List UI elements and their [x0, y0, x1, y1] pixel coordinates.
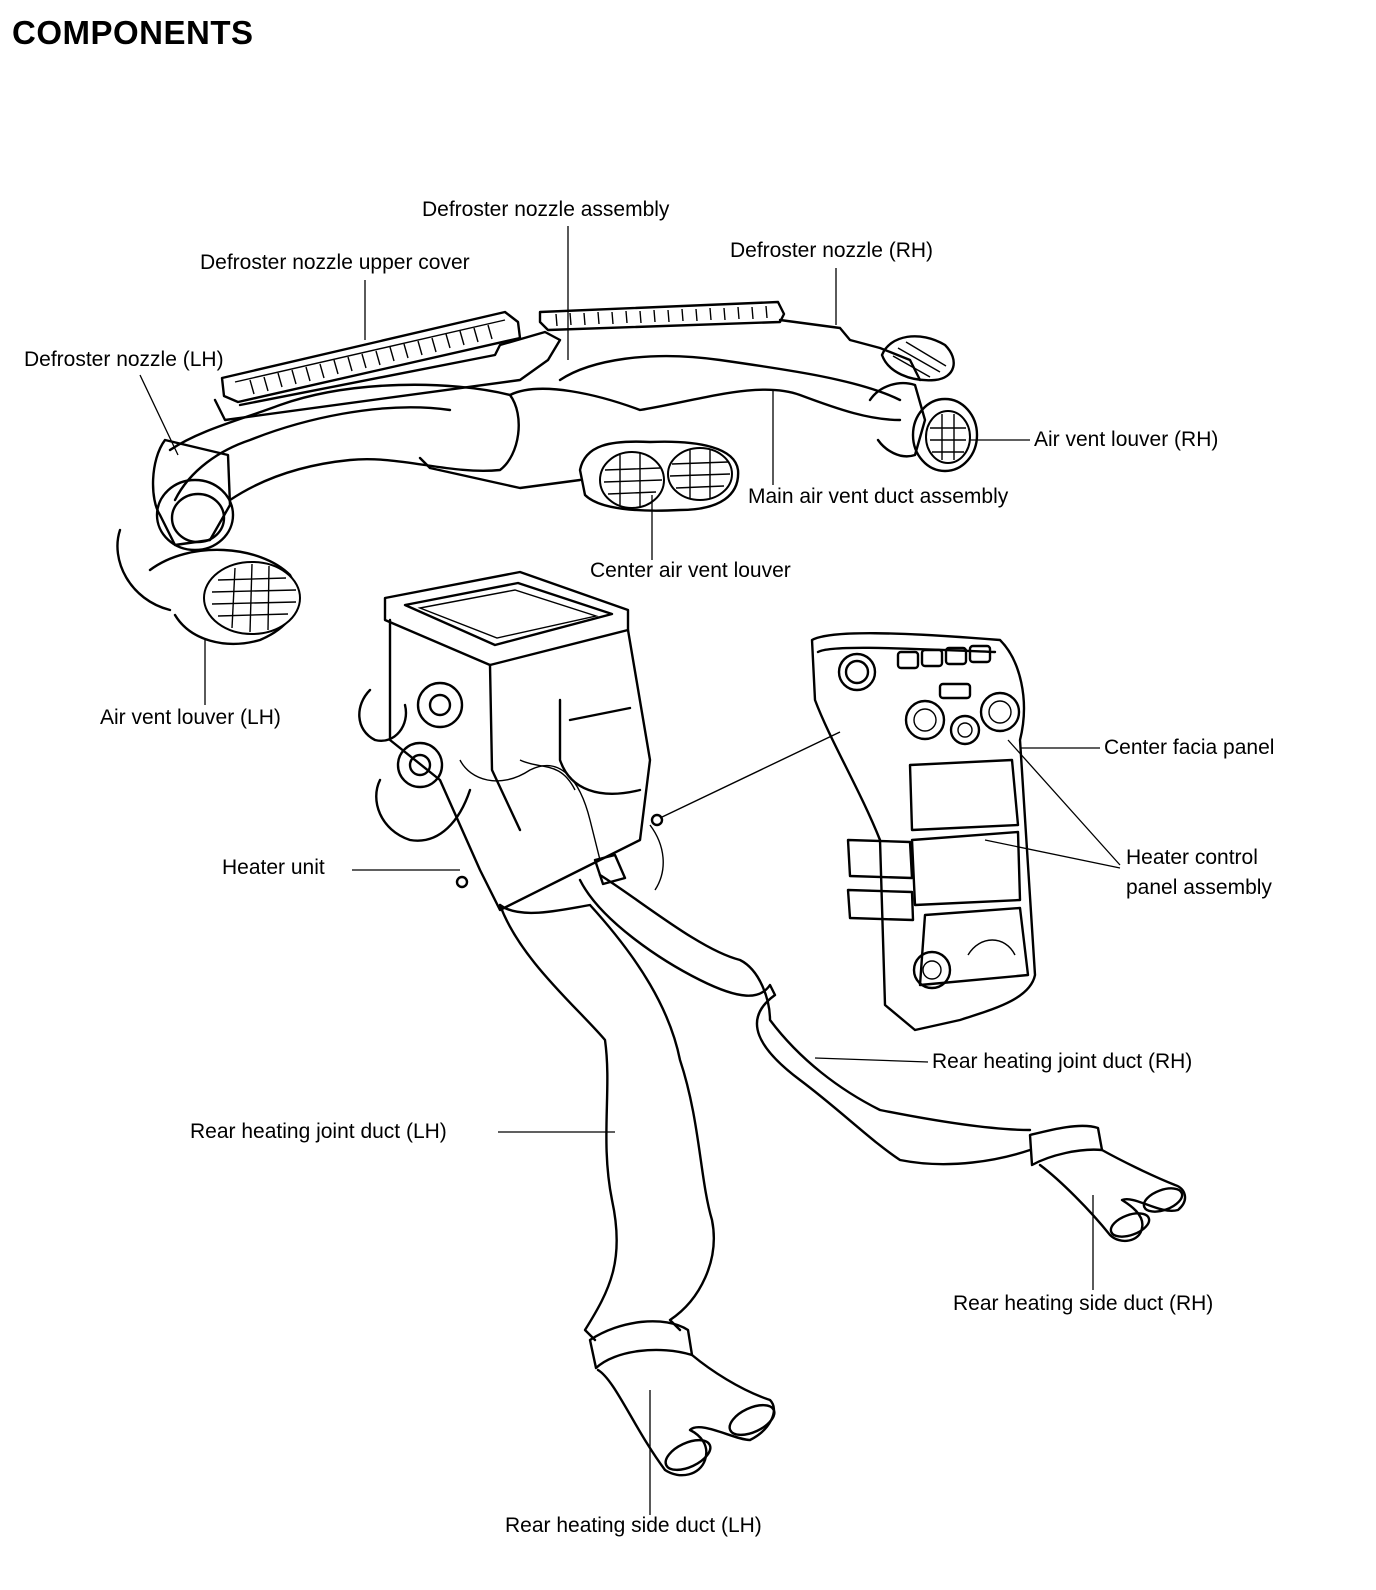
heater-control-knobs: [904, 691, 1021, 746]
label-defroster-nozzle-rh: Defroster nozzle (RH): [730, 239, 934, 262]
defroster-upper-cover-slots: [249, 324, 493, 395]
label-main-air-vent-duct-assembly: Main air vent duct assembly: [748, 485, 1009, 508]
facia-buttons: [896, 644, 992, 700]
label-center-air-vent-louver: Center air vent louver: [590, 559, 791, 582]
label-rear-heating-side-duct-rh: Rear heating side duct (RH): [953, 1292, 1214, 1315]
label-heater-control-panel-line1: Heater control: [1126, 846, 1258, 869]
main-air-vent-duct-illustration: [116, 300, 979, 646]
leader-lines: [139, 226, 1121, 1515]
louver-lh-grille: [211, 563, 297, 633]
center-facia-panel-illustration: [810, 632, 1037, 1032]
label-defroster-nozzle-upper-cover: Defroster nozzle upper cover: [200, 251, 470, 274]
heater-unit-illustration: [358, 570, 664, 912]
label-rear-heating-side-duct-lh: Rear heating side duct (LH): [505, 1514, 762, 1537]
rear-heating-duct-lh-illustration: [498, 903, 776, 1477]
rear-heating-duct-rh-illustration: [578, 873, 1187, 1243]
label-center-facia-panel: Center facia panel: [1104, 736, 1275, 759]
label-heater-control-panel-line2: panel assembly: [1126, 876, 1272, 899]
control-cable: [650, 731, 841, 827]
page-title: COMPONENTS: [12, 14, 254, 51]
label-air-vent-louver-rh: Air vent louver (RH): [1034, 428, 1219, 451]
label-air-vent-louver-lh: Air vent louver (LH): [100, 706, 281, 729]
label-heater-unit: Heater unit: [222, 856, 325, 879]
label-rear-heating-joint-duct-rh: Rear heating joint duct (RH): [932, 1050, 1193, 1073]
label-defroster-nozzle-assembly: Defroster nozzle assembly: [422, 198, 670, 221]
label-rear-heating-joint-duct-lh: Rear heating joint duct (LH): [190, 1120, 447, 1143]
label-defroster-nozzle-lh: Defroster nozzle (LH): [24, 348, 224, 371]
